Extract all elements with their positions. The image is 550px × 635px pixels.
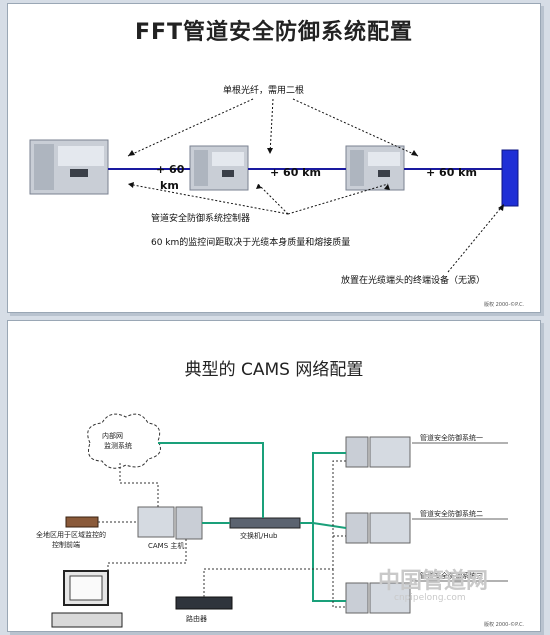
terminal-device [501, 149, 519, 207]
slide2-title: 典型的 CAMS 网络配置 [184, 360, 364, 380]
system-1-label: 管道安全防御系统一 [420, 434, 483, 442]
slide1-page-number: 版权 2000-©P.C. [484, 302, 525, 308]
workstation-computer [51, 570, 123, 628]
cloud-label-1: 内部网 [102, 432, 123, 440]
hub-label: 交换机/Hub [240, 532, 278, 540]
cams-host-computer [137, 506, 203, 540]
cams-host-label: CAMS 主机 [148, 542, 185, 550]
segment-1-unit: km [160, 179, 179, 192]
segment-2-distance: + 60 km [270, 166, 321, 179]
controller-label: 管道安全防御系统控制器 [151, 214, 251, 224]
slide2-page-number: 版权 2000-©P.C. [484, 622, 525, 628]
segment-1-distance: + 60 [156, 163, 185, 176]
distance-note: 60 km的监控间距取决于光缆本身质量和熔接质量 [151, 238, 351, 248]
server-3-image [345, 145, 405, 191]
slide2-diagram [51, 413, 508, 628]
front-end-label-2: 控制前端 [52, 541, 80, 549]
slide1-diagram [29, 98, 519, 273]
terminal-note: 放置在光缆端头的终端设备（无源） [341, 276, 486, 286]
server-1-image [29, 139, 109, 195]
front-end-device [65, 516, 99, 528]
slide1-title: FFT管道安全防御系统配置 [134, 20, 414, 45]
slide-fft-config: FFT管道安全防御系统配置 [7, 3, 541, 313]
server-2-image [189, 145, 249, 191]
system-3-label: 管道安全防御系统三 [420, 572, 483, 580]
system-1-server [345, 436, 411, 468]
router-device [175, 596, 233, 610]
hub-device [229, 517, 301, 529]
cloud-label-2: 监测系统 [104, 442, 132, 450]
cloud-icon [87, 413, 161, 469]
segment-3-distance: + 60 km [426, 166, 477, 179]
system-2-label: 管道安全防御系统二 [420, 510, 483, 518]
slide-cams-network: 典型的 CAMS 网络配置 [7, 320, 541, 632]
front-end-label-1: 全地区用于区域监控的 [36, 531, 106, 539]
system-2-server [345, 512, 411, 544]
watermark-url: cnpipelong.com [394, 593, 466, 603]
watermark-text: 中国管道网 [378, 569, 489, 594]
router-label: 路由器 [186, 615, 207, 623]
fiber-label: 单根光纤，需用二根 [223, 86, 305, 96]
system-3-server [345, 582, 411, 614]
